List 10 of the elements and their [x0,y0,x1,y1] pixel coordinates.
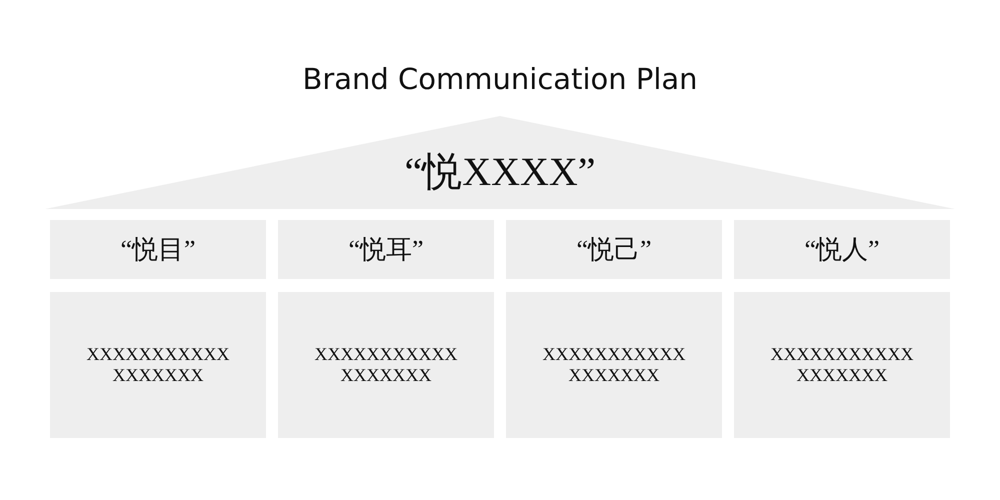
pillar-body: XXXXXXXXXXX XXXXXXX [506,292,722,438]
pillar-header: “悦人” [734,220,950,279]
pillar-body: XXXXXXXXXXX XXXXXXX [734,292,950,438]
pillar-header: “悦目” [50,220,266,279]
diagram-title: Brand Communication Plan [301,62,699,96]
pillar-body: XXXXXXXXXXX XXXXXXX [50,292,266,438]
pillar-body: XXXXXXXXXXX XXXXXXX [278,292,494,438]
pillar-header: “悦耳” [278,220,494,279]
pillar-header: “悦己” [506,220,722,279]
roof-heading: “悦XXXX” [404,148,596,196]
